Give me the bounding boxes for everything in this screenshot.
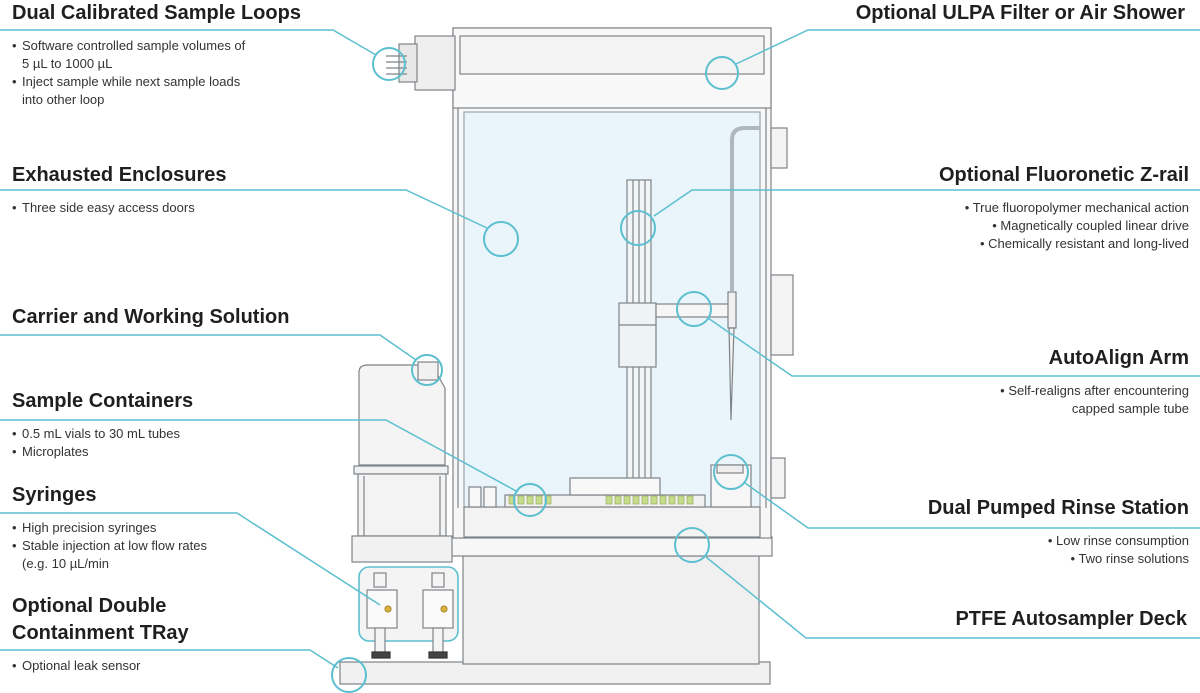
- base-plate: [339, 661, 771, 685]
- leader-containers: [0, 419, 519, 493]
- feature-title: Syringes: [12, 484, 97, 506]
- feature-bullets: •0.5 mL vials to 30 mL tubes •Microplate…: [12, 425, 193, 461]
- feature-deck: PTFE Autosampler Deck: [955, 606, 1187, 633]
- feature-bullet: •High precision syringes: [12, 520, 157, 535]
- autosampler-instrument: [339, 27, 794, 685]
- standard-tube-1: [468, 486, 482, 508]
- ptfe-deck-plate: [440, 536, 773, 557]
- feature-title-line-2: Containment TRay: [12, 622, 189, 644]
- callout-ulpa: [705, 56, 739, 90]
- feature-rinse: Dual Pumped Rinse Station • Low rinse co…: [928, 495, 1189, 568]
- callout-carrier: [411, 354, 443, 386]
- probe-tubing: [730, 126, 760, 292]
- leader-ulpa: [735, 29, 1200, 65]
- feature-bullet: •Three side easy access doors: [12, 200, 195, 215]
- feature-bullet: capped sample tube: [1071, 401, 1189, 416]
- feature-arm: AutoAlign Arm • Self-realigns after enco…: [1000, 345, 1189, 418]
- sample-vials: [508, 495, 694, 505]
- feature-bullet: • Magnetically coupled linear drive: [992, 218, 1189, 233]
- syringe-module: [357, 473, 447, 537]
- feature-bullet: •Microplates: [12, 444, 89, 459]
- feature-syringes: Syringes •High precision syringes •Stabl…: [12, 482, 207, 573]
- feature-loops: Dual Calibrated Sample Loops •Software c…: [12, 0, 301, 109]
- feature-bullet: • Low rinse consumption: [1047, 533, 1189, 548]
- loop-valve-head: [398, 43, 418, 83]
- feature-bullet: • True fluoropolymer mechanical action: [964, 200, 1189, 215]
- callout-rinse: [713, 454, 749, 490]
- probe-tip: [728, 327, 735, 421]
- feature-bullets: •Optional leak sensor: [12, 657, 189, 675]
- callout-loops: [372, 47, 406, 81]
- syringe-shelf: [351, 535, 453, 563]
- side-hinge-1: [770, 127, 788, 169]
- callout-enclosure: [483, 221, 519, 257]
- callout-deck: [674, 527, 710, 563]
- feature-title: Sample Containers: [12, 390, 194, 412]
- feature-zrail: Optional Fluoronetic Z-rail • True fluor…: [939, 162, 1189, 253]
- leader-syringes: [0, 512, 381, 606]
- leader-zrail: [653, 189, 1200, 217]
- z-carriage: [618, 302, 657, 368]
- callout-tray: [331, 657, 367, 693]
- feature-title-line-1: Optional Double: [12, 595, 167, 617]
- feature-bullet: 5 µL to 1000 µL: [22, 56, 113, 71]
- loop-valve-body: [414, 35, 456, 91]
- syringe-left: [366, 572, 398, 659]
- feature-title: Exhausted Enclosures: [12, 164, 227, 186]
- feature-bullet: into other loop: [22, 92, 105, 107]
- microplate: [569, 477, 661, 496]
- feature-bullets: • True fluoropolymer mechanical action •…: [939, 199, 1189, 253]
- feature-enclosure: Exhausted Enclosures •Three side easy ac…: [12, 162, 227, 217]
- feature-bullets: •Software controlled sample volumes of 5…: [12, 37, 301, 109]
- lower-cabinet: [462, 555, 760, 665]
- side-hinge-3: [770, 457, 786, 499]
- callout-containers: [513, 483, 547, 517]
- callout-leaders: [0, 29, 1200, 693]
- autoalign-arm: [655, 303, 735, 318]
- feature-tray: Optional Double Containment TRay •Option…: [12, 593, 189, 675]
- leader-rinse: [744, 482, 1200, 529]
- leader-enclosure: [0, 189, 488, 229]
- sample-probe: [727, 291, 737, 329]
- leader-carrier: [0, 334, 417, 361]
- callout-arm: [676, 291, 712, 327]
- leader-arm: [707, 317, 1200, 377]
- feature-title: AutoAlign Arm: [1048, 347, 1189, 369]
- feature-title: Optional ULPA Filter or Air Shower: [855, 2, 1185, 24]
- leader-deck: [705, 556, 1200, 639]
- enclosure-tray-floor: [463, 506, 761, 538]
- feature-title: Optional Fluoronetic Z-rail: [939, 164, 1189, 186]
- feature-bullet: (e.g. 10 µL/min: [22, 556, 109, 571]
- feature-bullet: •Software controlled sample volumes of: [12, 38, 246, 53]
- feature-title: PTFE Autosampler Deck: [955, 608, 1187, 630]
- feature-carrier: Carrier and Working Solution: [12, 304, 289, 331]
- syringe-right: [422, 572, 454, 659]
- callout-zrail: [620, 210, 656, 246]
- bottle-cap: [417, 361, 439, 381]
- side-hinge-2: [770, 274, 794, 356]
- ulpa-hood-inner: [459, 35, 765, 75]
- feature-bullets: •Three side easy access doors: [12, 199, 227, 217]
- leader-tray: [0, 649, 339, 669]
- leader-loops: [0, 29, 377, 56]
- feature-bullets: • Low rinse consumption • Two rinse solu…: [928, 532, 1189, 568]
- feature-ulpa: Optional ULPA Filter or Air Shower: [856, 0, 1185, 27]
- feature-containers: Sample Containers •0.5 mL vials to 30 mL…: [12, 388, 193, 461]
- feature-bullet: • Two rinse solutions: [1070, 551, 1190, 566]
- feature-bullet: •Stable injection at low flow rates: [12, 538, 207, 553]
- feature-bullets: • Self-realigns after encountering cappe…: [1000, 382, 1189, 418]
- feature-bullet: •Inject sample while next sample loads: [12, 74, 241, 89]
- feature-title: Dual Pumped Rinse Station: [927, 497, 1189, 519]
- feature-title: Dual Calibrated Sample Loops: [12, 2, 301, 24]
- feature-title: Carrier and Working Solution: [12, 306, 290, 328]
- feature-bullet: • Self-realigns after encountering: [1000, 383, 1189, 398]
- feature-bullet: •Optional leak sensor: [12, 658, 141, 673]
- standard-tube-2: [483, 486, 497, 508]
- feature-bullets: •High precision syringes •Stable injecti…: [12, 519, 207, 573]
- feature-bullet: • Chemically resistant and long-lived: [979, 236, 1189, 251]
- feature-bullet: •0.5 mL vials to 30 mL tubes: [12, 426, 181, 441]
- bottle-shelf: [353, 465, 449, 475]
